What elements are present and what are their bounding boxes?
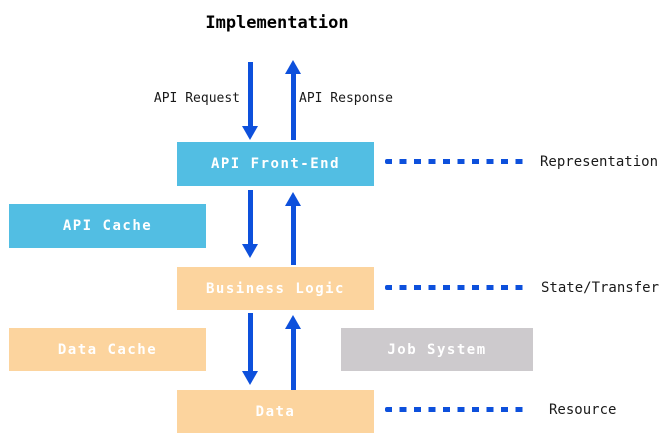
arrow-shaft [247,190,253,244]
layer-label-state-transfer: State/Transfer [541,280,660,296]
arrowhead-up-icon [285,192,301,206]
arrowhead-down-icon [242,244,258,258]
arrow-down-implementation-to-apifrontend-icon [242,62,258,140]
arrowhead-down-icon [242,371,258,385]
arrow-shaft [290,206,296,265]
layer-label-representation: Representation [540,154,659,170]
diagram-title: Implementation [205,13,349,33]
arrowhead-up-icon [285,315,301,329]
arrow-down-apifrontend-to-businesslogic-icon [242,190,258,258]
dashed-line-state-transfer [385,285,525,290]
arrow-up-apifrontend-to-implementation-icon [285,60,301,140]
arrow-shaft [247,62,253,126]
node-api-front-end: API Front-End [177,142,374,186]
arrow-up-businesslogic-to-apifrontend-icon [285,192,301,265]
arrow-up-data-to-businesslogic-icon [285,315,301,390]
dashed-line-representation [385,159,525,164]
node-job-system: Job System [341,328,533,371]
node-api-cache: API Cache [9,204,206,248]
api-response-label: API Response [299,91,393,106]
api-request-label: API Request [153,91,240,106]
arrowhead-down-icon [242,126,258,140]
node-business-logic: Business Logic [177,267,374,310]
arrow-shaft [290,74,296,140]
layer-label-resource: Resource [549,402,617,418]
arrowhead-up-icon [285,60,301,74]
node-data: Data [177,390,374,433]
arrow-down-businesslogic-to-data-icon [242,313,258,385]
dashed-line-resource [385,407,525,412]
arrow-shaft [247,313,253,371]
arrow-shaft [290,329,296,390]
node-data-cache: Data Cache [9,328,206,371]
